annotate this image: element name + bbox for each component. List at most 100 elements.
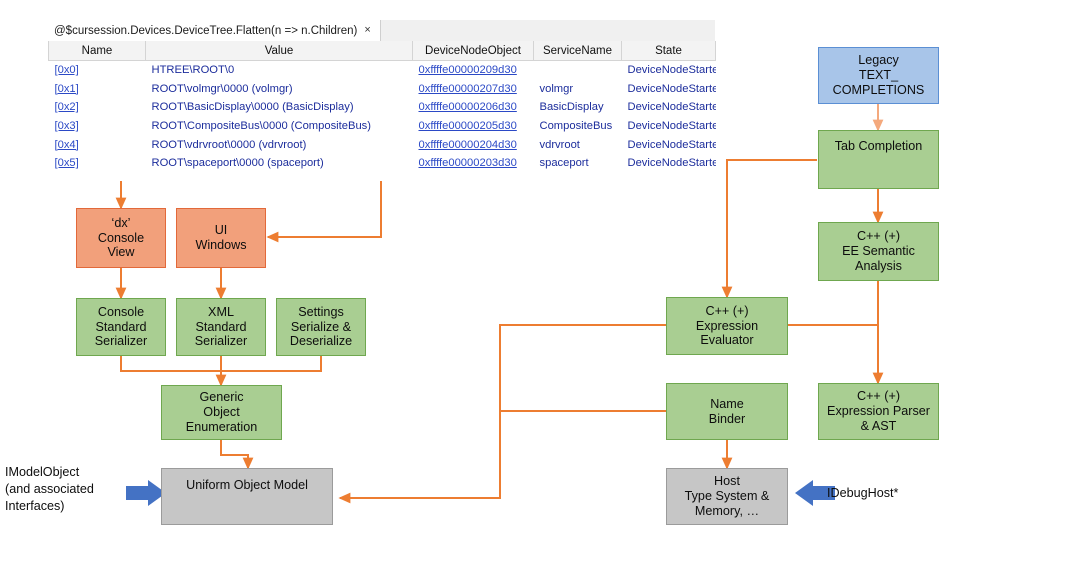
- column-header-devicenodeobject[interactable]: DeviceNodeObject: [412, 41, 534, 61]
- cell-name-link[interactable]: [0x5]: [54, 157, 79, 170]
- box-line: Evaluator: [700, 333, 754, 348]
- box-line: Type System &: [684, 489, 770, 504]
- box-line: Deserialize: [289, 334, 353, 349]
- box-host-type-system[interactable]: Host Type System & Memory, …: [666, 468, 788, 525]
- box-line: Expression: [695, 318, 759, 333]
- column-header-servicename[interactable]: ServiceName: [533, 41, 622, 61]
- box-line: Object: [203, 405, 240, 420]
- column-header-name[interactable]: Name: [48, 41, 146, 61]
- tab-strip: @$cursession.Devices.DeviceTree.Flatten(…: [48, 20, 715, 42]
- cell-state: DeviceNodeStarted (776): [627, 101, 716, 114]
- box-settings-serialize-deserialize[interactable]: Settings Serialize & Deserialize: [276, 298, 366, 356]
- device-node-table: Name Value DeviceNodeObject ServiceName …: [48, 41, 716, 173]
- cell-name-link[interactable]: [0x3]: [54, 120, 79, 133]
- cell-value: ROOT\BasicDisplay\0000 (BasicDisplay): [151, 101, 354, 114]
- label-imodelobject: IModelObject (and associated Interfaces): [5, 464, 125, 515]
- box-line: Enumeration: [185, 419, 258, 434]
- table-row[interactable]: [0x0] HTREE\ROOT\0 0xffffe00000209d30 Devic…: [49, 61, 716, 80]
- box-legacy-text-completions[interactable]: Legacy TEXT_ COMPLETIONS: [818, 47, 939, 104]
- box-line: Serializer: [194, 334, 248, 349]
- box-generic-object-enumeration[interactable]: Generic Object Enumeration: [161, 385, 282, 440]
- cell-servicename: BasicDisplay: [539, 101, 604, 114]
- cell-name-link[interactable]: [0x0]: [54, 64, 79, 77]
- table-row[interactable]: [0x2] ROOT\BasicDisplay\0000 (BasicDispla…: [49, 98, 716, 117]
- box-expression-evaluator[interactable]: C++ (+) Expression Evaluator: [666, 297, 788, 355]
- cell-name-link[interactable]: [0x1]: [54, 82, 79, 95]
- label-line: IDebugHost*: [827, 486, 899, 500]
- box-line: C++ (+): [705, 303, 749, 318]
- table-row[interactable]: [0x4] ROOT\vdrvroot\0000 (vdrvroot) 0xffff…: [49, 135, 716, 154]
- box-line: EE Semantic: [842, 244, 915, 259]
- box-line: Windows: [195, 238, 247, 252]
- box-line: Serializer: [94, 334, 148, 349]
- cell-devicenodeobject-link[interactable]: 0xffffe00000203d30: [418, 157, 517, 170]
- table-header-row: Name Value DeviceNodeObject ServiceName …: [48, 41, 716, 61]
- box-line: View: [107, 245, 135, 260]
- box-line: Binder: [708, 411, 746, 426]
- cell-servicename: spaceport: [539, 157, 589, 170]
- box-line: Standard: [195, 319, 247, 334]
- tab-devicetree-query[interactable]: @$cursession.Devices.DeviceTree.Flatten(…: [48, 20, 381, 41]
- box-dx-console-view[interactable]: ‘dx’ Console View: [76, 208, 166, 268]
- box-line: Host: [714, 474, 740, 489]
- box-line: XML: [208, 304, 234, 319]
- table-row[interactable]: [0x1] ROOT\volmgr\0000 (volmgr) 0xffffe000…: [49, 80, 716, 99]
- box-line: ‘dx’: [111, 215, 131, 230]
- box-ee-semantic-analysis[interactable]: C++ (+) EE Semantic Analysis: [818, 222, 939, 281]
- box-line: Console: [97, 230, 145, 245]
- box-uniform-object-model[interactable]: Uniform Object Model: [161, 468, 333, 525]
- cell-servicename: CompositeBus: [539, 120, 613, 133]
- cell-value: HTREE\ROOT\0: [151, 64, 235, 77]
- cell-state: DeviceNodeStarted (776): [627, 82, 716, 95]
- cell-servicename: vdrvroot: [539, 138, 580, 151]
- cell-devicenodeobject-link[interactable]: 0xffffe00000209d30: [418, 64, 517, 77]
- table-row[interactable]: [0x5] ROOT\spaceport\0000 (spaceport) 0xff…: [49, 154, 716, 173]
- tab-label: @$cursession.Devices.DeviceTree.Flatten(…: [54, 24, 358, 37]
- box-line: TEXT_: [858, 68, 899, 83]
- box-line: Generic: [199, 390, 244, 405]
- label-idebughost: IDebugHost*: [827, 485, 898, 502]
- cell-value: ROOT\spaceport\0000 (spaceport): [151, 157, 324, 170]
- cell-state: DeviceNodeStarted (776): [627, 120, 716, 133]
- box-ui-windows[interactable]: UI Windows: [176, 208, 266, 268]
- box-xml-standard-serializer[interactable]: XML Standard Serializer: [176, 298, 266, 356]
- debugger-output-window: @$cursession.Devices.DeviceTree.Flatten(…: [48, 20, 716, 181]
- box-tab-completion[interactable]: Tab Completion: [818, 130, 939, 189]
- box-line: Analysis: [855, 258, 902, 273]
- cell-devicenodeobject-link[interactable]: 0xffffe00000207d30: [418, 82, 517, 95]
- cell-value: ROOT\volmgr\0000 (volmgr): [151, 82, 293, 95]
- box-line: UI: [214, 223, 228, 238]
- cell-state: DeviceNodeStarted (776): [627, 157, 716, 170]
- box-line: Uniform Object Model: [186, 478, 308, 492]
- table-row[interactable]: [0x3] ROOT\CompositeBus\0000 (CompositeBu…: [49, 117, 716, 136]
- box-line: COMPLETIONS: [832, 82, 925, 97]
- box-name-binder[interactable]: Name Binder: [666, 383, 788, 440]
- cell-name-link[interactable]: [0x2]: [54, 101, 79, 114]
- box-line: Standard: [95, 319, 147, 334]
- cell-value: ROOT\vdrvroot\0000 (vdrvroot): [151, 138, 307, 151]
- cell-devicenodeobject-link[interactable]: 0xffffe00000206d30: [418, 101, 517, 114]
- box-console-standard-serializer[interactable]: Console Standard Serializer: [76, 298, 166, 356]
- box-line: C++ (+): [856, 389, 901, 404]
- device-node-grid[interactable]: Name Value DeviceNodeObject ServiceName …: [48, 41, 716, 181]
- cell-state: DeviceNodeStarted (776): [627, 138, 716, 151]
- label-line: IModelObject: [5, 465, 80, 479]
- box-line: Serialize &: [290, 319, 352, 334]
- column-header-value[interactable]: Value: [145, 41, 413, 61]
- column-header-state[interactable]: State: [621, 41, 716, 61]
- close-icon[interactable]: ×: [364, 24, 371, 36]
- cell-devicenodeobject-link[interactable]: 0xffffe00000205d30: [418, 120, 517, 133]
- box-line: Settings: [298, 304, 344, 319]
- cell-name-link[interactable]: [0x4]: [54, 138, 79, 151]
- box-line: Memory, …: [694, 503, 760, 518]
- box-line: Expression Parser: [827, 404, 930, 419]
- box-expression-parser-ast[interactable]: C++ (+) Expression Parser & AST: [818, 383, 939, 440]
- box-line: Console: [97, 304, 145, 319]
- cell-state: DeviceNodeStarted (776): [627, 64, 716, 77]
- cell-value: ROOT\CompositeBus\0000 (CompositeBus): [151, 120, 371, 133]
- label-line: Interfaces): [5, 499, 65, 513]
- box-line: C++ (+): [856, 229, 901, 244]
- cell-servicename: volmgr: [539, 82, 574, 95]
- cell-devicenodeobject-link[interactable]: 0xffffe00000204d30: [418, 138, 517, 151]
